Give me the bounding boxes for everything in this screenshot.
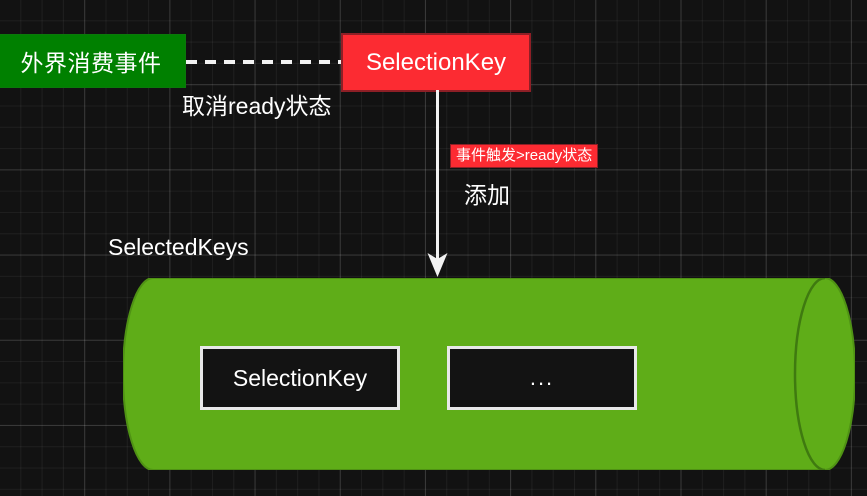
collection-caption: SelectedKeys [108,234,249,260]
collection-item-selection-key-label: SelectionKey [232,364,368,391]
node-selection-key[interactable]: SelectionKey [341,33,531,92]
node-consumer-event[interactable]: 外界消费事件 [0,34,186,88]
collection-item-selection-key[interactable]: SelectionKey [200,346,400,410]
edge-cancel-ready-label: 取消ready状态 [182,93,332,119]
edge-add-label: 添加 [464,182,510,208]
edge-add-trigger-badge: 事件触发>ready状态 [450,144,599,169]
edge-cancel-ready-line [186,60,343,64]
node-consumer-event-label: 外界消费事件 [20,50,162,76]
node-selection-key-label: SelectionKey [365,48,507,76]
collection-item-ellipsis-label: ... [529,365,555,390]
edge-add-arrow-icon [427,90,448,277]
collection-item-ellipsis[interactable]: ... [447,346,637,410]
